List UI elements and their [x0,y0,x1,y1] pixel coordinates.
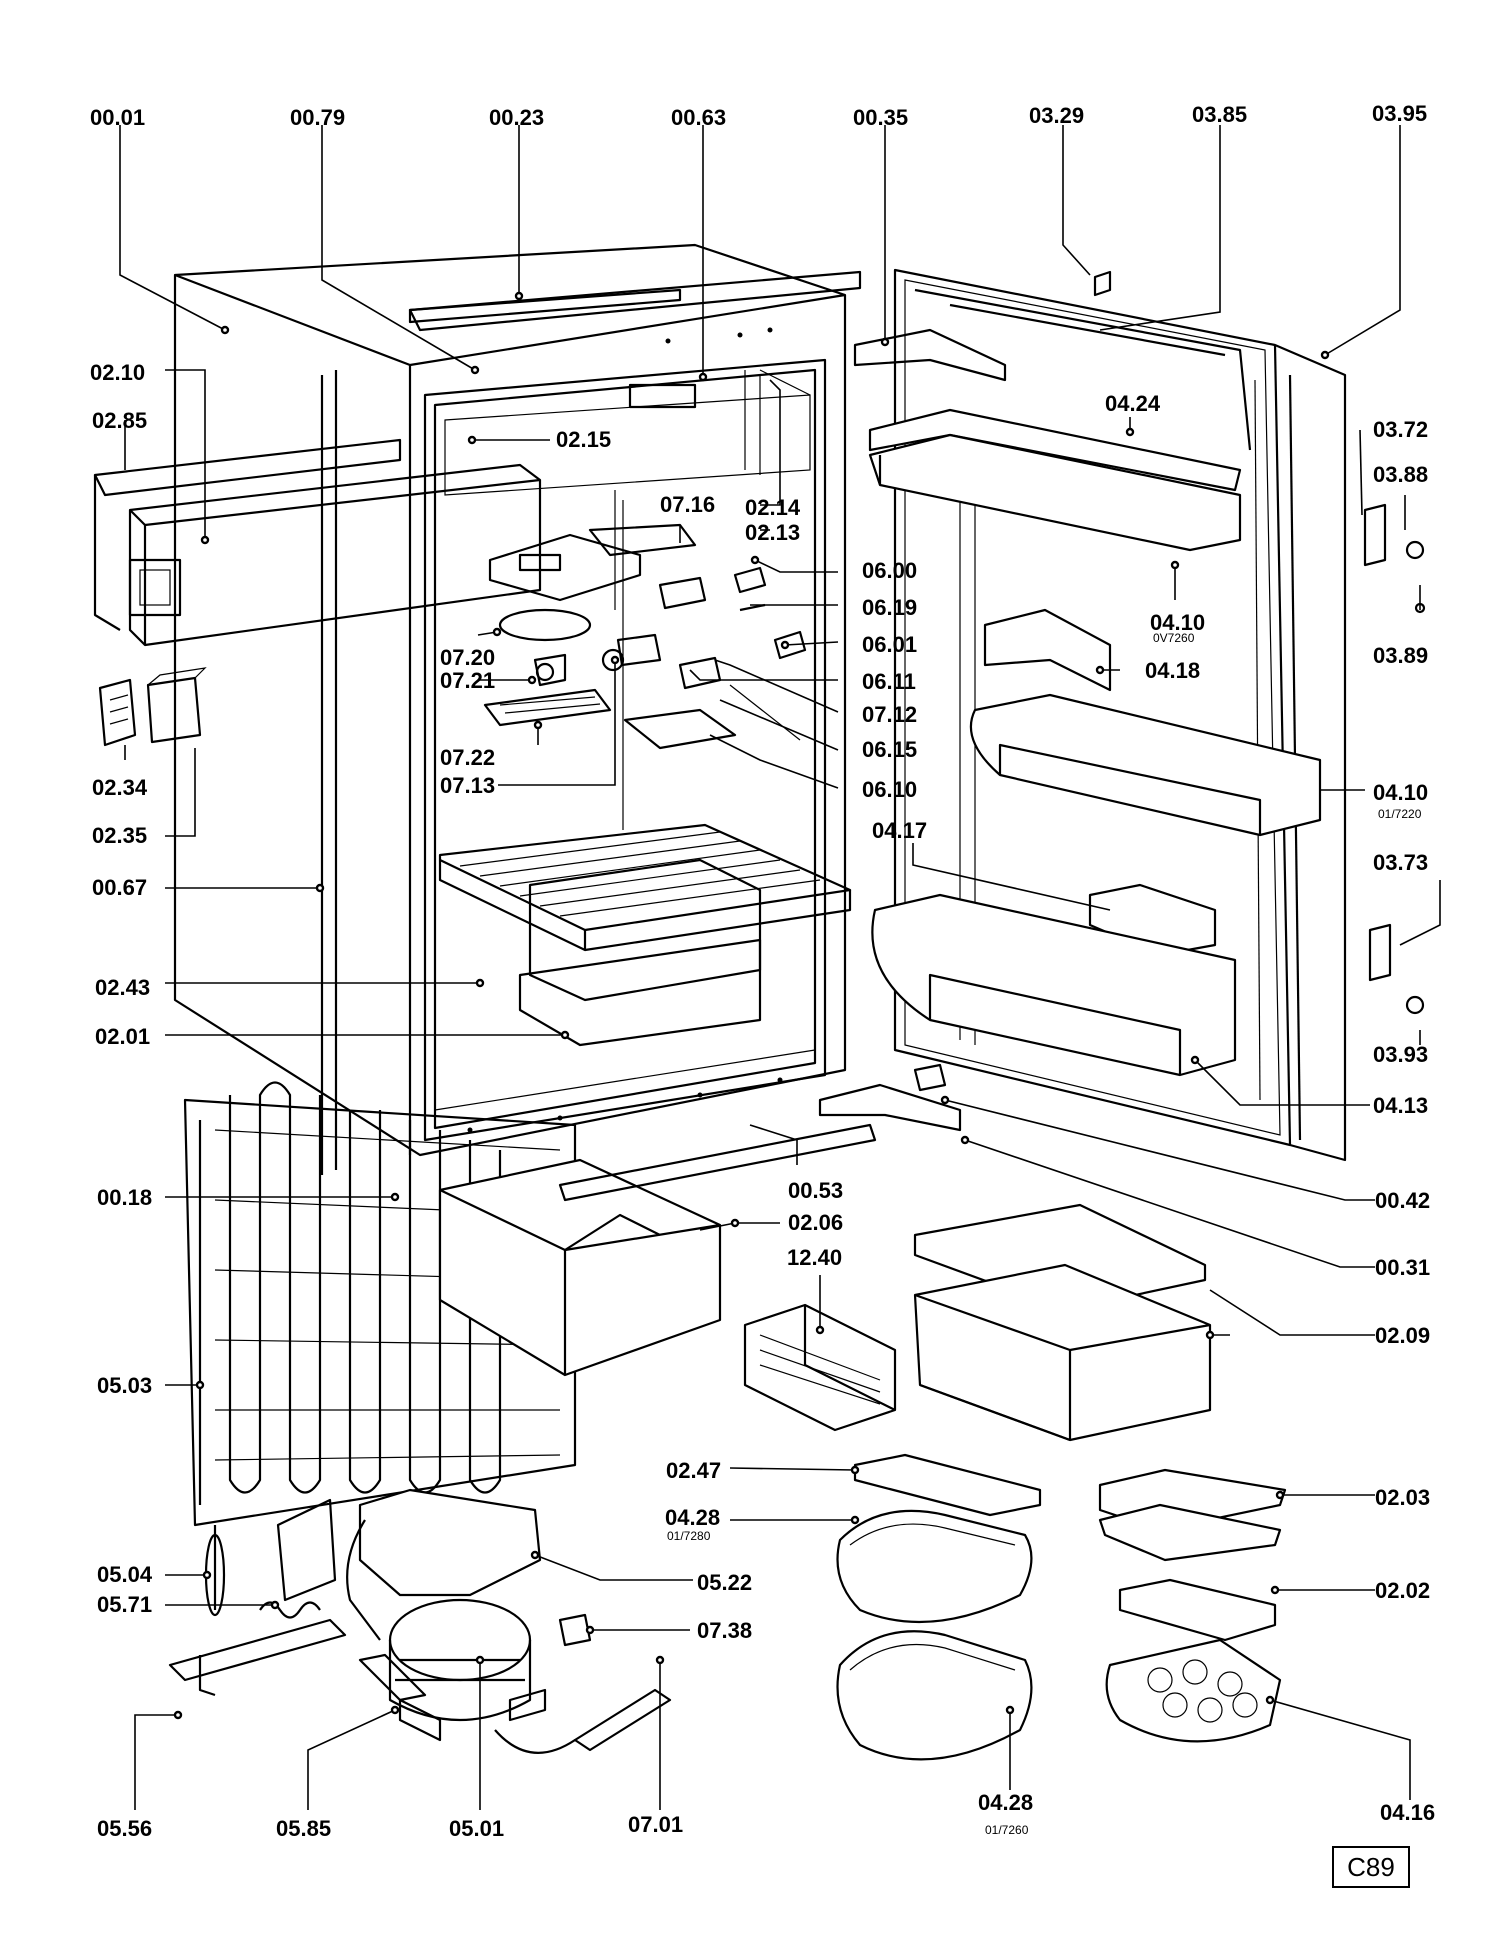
part-label-l0206: 02.06 [788,1210,843,1235]
part-label-l0504: 05.04 [97,1562,153,1587]
bowls [836,1509,1033,1761]
part-label-l0418: 04.18 [1145,658,1200,683]
part-label-l0202: 02.02 [1375,1578,1430,1603]
part-label-l0023: 00.23 [489,105,544,130]
part-label-l0413: 04.13 [1373,1093,1428,1118]
part-label-l0385: 03.85 [1192,102,1247,127]
part-label-l0619: 06.19 [862,595,917,620]
small-parts-left [98,667,207,747]
part-label-l0503: 05.03 [97,1373,152,1398]
part-label-l0393: 03.93 [1373,1042,1428,1067]
part-label-l0053: 00.53 [788,1178,843,1203]
part-label-l0373: 03.73 [1373,850,1428,875]
door-bin-mid [969,693,1322,837]
compressor [346,1488,672,1754]
part-label-l0600: 06.00 [862,558,917,583]
vegetable-drawer [438,1123,877,1377]
condenser-coil [183,1081,577,1617]
part-label-l0701: 07.01 [628,1812,683,1837]
part-label-l0067: 00.67 [92,875,147,900]
part-label-l0018: 00.18 [97,1185,152,1210]
part-label-l0372: 03.72 [1373,417,1428,442]
part-label-l0235: 02.35 [92,823,147,848]
part-label-l0424: 04.24 [1105,391,1161,416]
sheet-code: C89 [1347,1852,1395,1882]
part-number-labels: 00.01 00.79 00.23 00.63 00.35 03.29 03.85 03.95… [90,101,1435,1841]
part-label-l0585: 05.85 [276,1816,331,1841]
bottom-brackets [168,1618,427,1702]
ice-tray-scraper [853,1453,1042,1517]
part-label-l0042: 00.42 [1375,1188,1430,1213]
part-label-l0501: 05.01 [449,1816,504,1841]
ice-tray [1098,1468,1287,1562]
part-label-l0243: 02.43 [95,975,150,1000]
part-label-l0201: 02.01 [95,1024,150,1049]
part-label-l0410a: 04.10 [1150,610,1205,635]
hinges [818,328,1007,1132]
cabinet-body [173,243,862,1157]
part-label-l0713: 07.13 [440,773,495,798]
part-label-l0428a: 04.28 [665,1505,720,1530]
part-label-l0079: 00.79 [290,105,345,130]
part-label-l0210: 02.10 [90,360,145,385]
part-label-l0417: 04.17 [872,818,927,843]
relay [558,1613,592,1647]
control-panel-housing [93,438,542,647]
door-bracket [983,608,1112,692]
part-label-l0712: 07.12 [862,702,917,727]
part-label-l0234: 02.34 [92,775,148,800]
egg-tray [1105,1638,1282,1743]
crisper [913,1203,1212,1442]
part-label-l0615: 06.15 [862,737,917,762]
spring [259,1498,337,1619]
part-label-l0215: 02.15 [556,427,611,452]
parts-artwork [93,243,1426,1761]
part-label-l0389: 03.89 [1373,643,1428,668]
part-label-l0428b: 04.28 [978,1790,1033,1815]
part-label-l0611: 06.11 [862,669,916,694]
door-bin-lower [871,893,1237,1077]
part-sublabel-s0428a: 01/7280 [667,1529,711,1543]
part-sublabel-s0410b: 01/7220 [1378,807,1422,821]
part-label-l0720: 07.20 [440,645,495,670]
side-pipe [320,370,338,1175]
part-label-l0416: 04.16 [1380,1800,1435,1825]
part-label-l0035: 00.35 [853,105,908,130]
part-label-l0285: 02.85 [92,408,147,433]
part-label-l0722: 07.22 [440,745,495,770]
part-label-l0610: 06.10 [862,777,917,802]
part-label-l0738: 07.38 [697,1618,752,1643]
lamp-thermostat-cluster [483,523,807,750]
sheet-code-box: C89 [1332,1846,1410,1888]
part-label-l0247: 02.47 [666,1458,721,1483]
part-label-l0388: 03.88 [1373,462,1428,487]
leader-lines [119,125,1441,1810]
part-label-l0203: 02.03 [1375,1485,1430,1510]
part-label-l0213: 02.13 [745,520,800,545]
part-label-l1240: 12.40 [787,1245,842,1270]
part-label-l0571: 05.71 [97,1592,152,1617]
part-label-l0329: 03.29 [1029,103,1084,128]
part-label-l0556: 05.56 [97,1816,152,1841]
butter-dish [1118,1578,1277,1642]
part-label-l0001: 00.01 [90,105,145,130]
part-sublabel-s0428b: 01/7260 [985,1823,1029,1837]
door-shelf-top [868,408,1242,552]
part-label-l0522: 05.22 [697,1570,752,1595]
part-sublabel-s0410a: 0V7260 [1153,631,1195,645]
part-label-l0721: 07.21 [440,668,495,693]
part-label-l0209: 02.09 [1375,1323,1430,1348]
part-label-l0214: 02.14 [745,495,801,520]
part-label-l0601: 06.01 [862,632,917,657]
rack [743,1303,897,1432]
part-label-l0063: 00.63 [671,105,726,130]
part-label-l0716: 07.16 [660,492,715,517]
part-label-l0031: 00.31 [1375,1255,1430,1280]
wire-shelf [438,823,852,1047]
part-label-l0395: 03.95 [1372,101,1427,126]
part-label-l0410b: 04.10 [1373,780,1428,805]
